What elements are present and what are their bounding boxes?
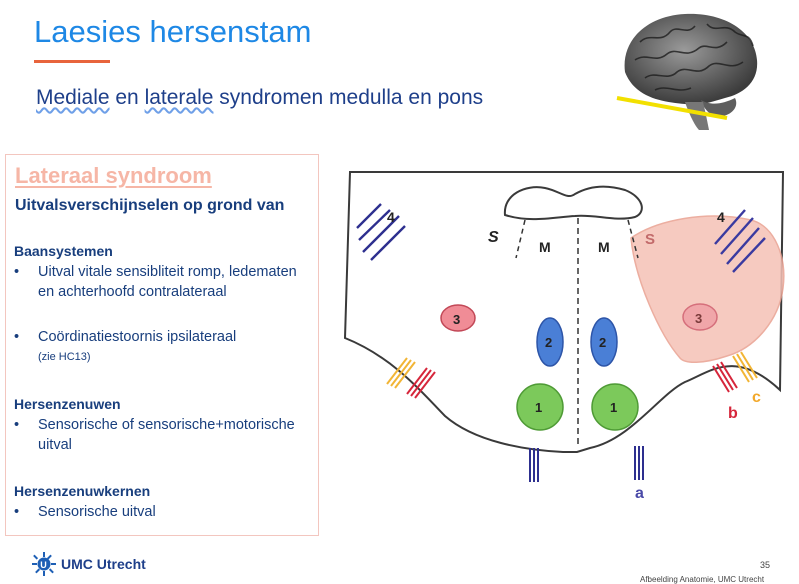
title-underline: [34, 60, 110, 63]
bullet: •: [14, 417, 20, 433]
label-1-right: 1: [610, 400, 617, 415]
subtitle-connector: en: [109, 86, 145, 109]
label-4-right: 4: [717, 209, 725, 225]
label-1-left: 1: [535, 400, 542, 415]
nucleus-3-right: [682, 303, 718, 331]
nerve-blue-right: [634, 446, 644, 480]
tract-4-right: [714, 209, 766, 273]
section-plane-line: [616, 96, 728, 120]
section-heading-baansystemen: Baansystemen: [14, 243, 113, 259]
label-2-right: 2: [599, 335, 606, 350]
nucleus-3-left: [440, 304, 476, 332]
label-s-right: S: [645, 231, 655, 248]
umc-utrecht-logo: U UMC Utrecht: [32, 552, 146, 576]
subtitle-word-mediale: Mediale: [36, 86, 110, 109]
label-b: b: [728, 405, 738, 422]
list-item-note: (zie HC13): [38, 350, 91, 363]
subtitle-word-laterale: laterale: [144, 86, 214, 109]
list-item: • Coördinatiestoornis ipsilateraal (zie …: [14, 328, 309, 367]
spinal-trigeminal-dash-right: [627, 219, 639, 259]
list-item-text: Coördinatiestoornis ipsilateraal: [38, 329, 237, 345]
nerve-yellow-right: [732, 351, 758, 383]
nerve-blue-left: [529, 448, 539, 482]
bullet: •: [14, 504, 20, 520]
nerve-red-left: [406, 367, 436, 399]
section-heading-hersenzenuwen: Hersenzenuwen: [14, 396, 121, 412]
label-m-left: M: [539, 239, 551, 255]
subtitle-rest: syndromen medulla en pons: [213, 86, 484, 109]
nucleus-1-left: [516, 383, 564, 431]
lateral-syndrome-panel: Lateraal syndroom Uitvalsverschijnselen …: [5, 154, 319, 536]
label-a: a: [635, 485, 644, 502]
nerve-yellow-left: [386, 357, 416, 389]
brain-illustration: [616, 13, 758, 130]
nucleus-2-left: [536, 317, 564, 367]
svg-text:U: U: [40, 560, 47, 570]
list-item: • Sensorische of sensorische+motorische …: [14, 416, 309, 455]
slide-title: Laesies hersenstam: [34, 14, 312, 49]
slide-subtitle: Mediale en laterale syndromen medulla en…: [36, 86, 483, 110]
panel-subtitle: Uitvalsverschijnselen op grond van: [15, 197, 285, 214]
list-item-text: Sensorische of sensorische+motorische ui…: [38, 417, 295, 453]
lateral-lesion-area: [630, 215, 785, 363]
nerve-red-right: [712, 361, 738, 393]
image-credit: Afbeelding Anatomie, UMC Utrecht: [640, 575, 765, 584]
list-item-text: Sensorische uitval: [38, 504, 156, 520]
logo-text: UMC Utrecht: [61, 556, 146, 572]
page-number: 35: [760, 560, 771, 570]
list-item-text: Uitval vitale sensibliteit romp, ledemat…: [38, 264, 297, 300]
label-4-left: 4: [387, 209, 395, 225]
panel-title: Lateraal syndroom: [15, 163, 212, 188]
label-s-left: S: [488, 229, 499, 246]
bullet: •: [14, 329, 20, 345]
label-3-right: 3: [695, 311, 702, 326]
nucleus-2-right: [590, 317, 618, 367]
tract-4-left: [356, 203, 406, 261]
label-m-right: M: [598, 239, 610, 255]
fourth-ventricle: [503, 185, 643, 221]
label-3-left: 3: [453, 312, 460, 327]
section-heading-hersenzenuwkernen: Hersenzenuwkernen: [14, 483, 151, 499]
nucleus-1-right: [591, 383, 639, 431]
list-item: • Uitval vitale sensibliteit romp, ledem…: [14, 263, 309, 302]
bullet: •: [14, 264, 20, 280]
spinal-trigeminal-dash-left: [515, 219, 526, 259]
label-c: c: [752, 389, 761, 406]
brainstem-cross-section-diagram: 4 4 S S M M 3 3 2 2 1 1: [343, 171, 785, 502]
umc-sun-icon: U: [32, 552, 56, 576]
list-item: • Sensorische uitval: [14, 503, 309, 523]
label-2-left: 2: [545, 335, 552, 350]
